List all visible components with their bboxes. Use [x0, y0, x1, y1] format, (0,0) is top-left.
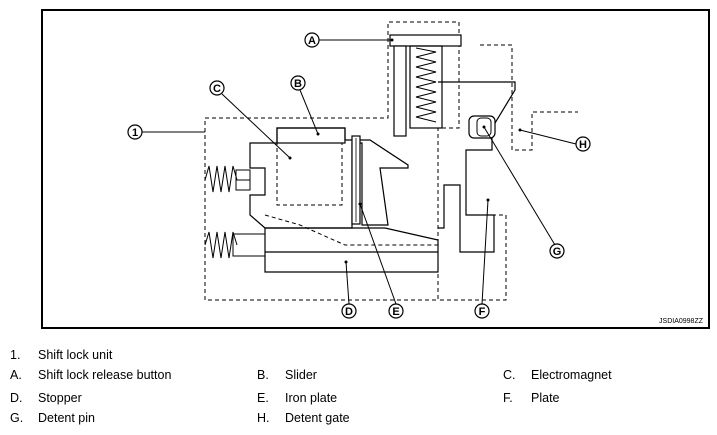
- plate: [438, 81, 516, 253]
- svg-text:B: B: [294, 78, 302, 90]
- callout-f: F: [474, 303, 490, 319]
- release-spring: [415, 47, 437, 123]
- upper-spring: [204, 165, 250, 193]
- callout-b: B: [290, 75, 306, 91]
- detent-pin-inner: [476, 117, 492, 137]
- callout-e: E: [388, 303, 404, 319]
- svg-text:G: G: [553, 246, 562, 258]
- upper-spring-cap: [235, 169, 251, 191]
- diagram-frame: [41, 9, 710, 329]
- plate-dashed-outline: [438, 150, 507, 301]
- callout-1: 1: [127, 124, 143, 140]
- leader-dots: [288, 38, 522, 264]
- figure-code: JSDIA0998ZZ: [659, 318, 704, 325]
- svg-text:F: F: [479, 306, 486, 318]
- svg-text:1: 1: [132, 127, 138, 139]
- leader-lines: [135, 39, 577, 305]
- callout-g: G: [549, 243, 565, 259]
- release-button-spring-housing: [409, 45, 443, 129]
- electromagnet: [276, 142, 343, 206]
- callout-h: H: [575, 136, 591, 152]
- svg-text:H: H: [579, 139, 587, 151]
- release-button-stem: [393, 45, 407, 137]
- slider-top: [276, 127, 346, 144]
- stopper: [264, 227, 439, 273]
- shift-lock-unit-outline: [204, 21, 460, 301]
- svg-text:D: D: [345, 306, 353, 318]
- release-button-top: [389, 34, 462, 47]
- shift-lock-diagram: A B C 1 D E F G H JSDIA0998ZZ: [41, 9, 710, 329]
- callout-a: A: [304, 32, 320, 48]
- detent-pin: [468, 115, 496, 139]
- callout-d: D: [341, 303, 357, 319]
- callout-c: C: [209, 80, 225, 96]
- lower-spring: [204, 231, 238, 259]
- detent-gate-outline: [480, 44, 578, 151]
- lower-spring-cap: [232, 233, 266, 257]
- svg-text:A: A: [308, 35, 316, 47]
- legend: 1. Shift lock unit A. Shift lock release…: [10, 348, 612, 425]
- svg-text:E: E: [392, 306, 399, 318]
- svg-text:C: C: [213, 83, 221, 95]
